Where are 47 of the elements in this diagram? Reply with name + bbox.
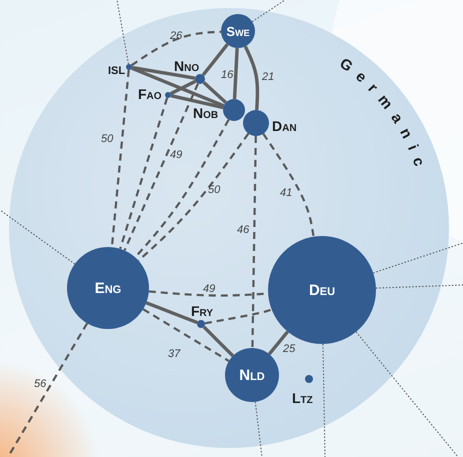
edge-label: 25: [283, 344, 296, 355]
outgoing-line: [254, 401, 262, 457]
language-label: Fry: [191, 304, 214, 318]
outgoing-line: [0, 210, 76, 264]
connector-line: [110, 70, 130, 248]
connector-line: [124, 83, 199, 251]
language-label: Fao: [138, 87, 162, 101]
edge-label: 46: [237, 225, 250, 236]
edge-label: 21: [262, 72, 274, 83]
connector-line: [132, 66, 196, 80]
outgoing-line: [372, 242, 463, 274]
connector-line: [251, 136, 257, 348]
language-label: Ltz: [292, 391, 313, 405]
connector-line: [202, 81, 228, 104]
connector-line: [170, 80, 196, 96]
edge-label: 49: [203, 284, 216, 295]
connector-line: [202, 43, 229, 76]
language-label: Nno: [174, 59, 200, 73]
connector-line: [146, 301, 198, 324]
connector-line: [142, 308, 230, 362]
connector-line: [138, 132, 250, 262]
language-label: ISL: [108, 66, 126, 77]
outgoing-line: [322, 344, 326, 457]
connector-line: [170, 94, 224, 110]
language-label: Nob: [193, 106, 218, 120]
connector-line: [262, 133, 315, 237]
edge-label: 26: [170, 31, 182, 42]
outgoing-line: [252, 0, 286, 22]
edge-label: 41: [280, 188, 292, 199]
edge-label: 37: [168, 349, 180, 360]
edge-label: 16: [221, 70, 234, 81]
connector-line: [202, 326, 234, 358]
edge-label: 49: [170, 150, 182, 161]
edge-label: 56: [34, 379, 46, 390]
outgoing-line: [356, 331, 458, 457]
outgoing-line: [116, 0, 129, 65]
language-label: Dan: [272, 119, 297, 133]
outgoing-line: [375, 284, 463, 289]
connector-line: [130, 30, 222, 66]
connector-line: [119, 98, 168, 250]
edge-label: 50: [208, 185, 220, 196]
connector-line: [204, 308, 272, 324]
connector-line: [131, 66, 224, 108]
connector-line: [268, 330, 290, 356]
connector-line: [244, 46, 260, 110]
connector-line: [232, 48, 239, 100]
edge-label: 50: [101, 134, 114, 145]
